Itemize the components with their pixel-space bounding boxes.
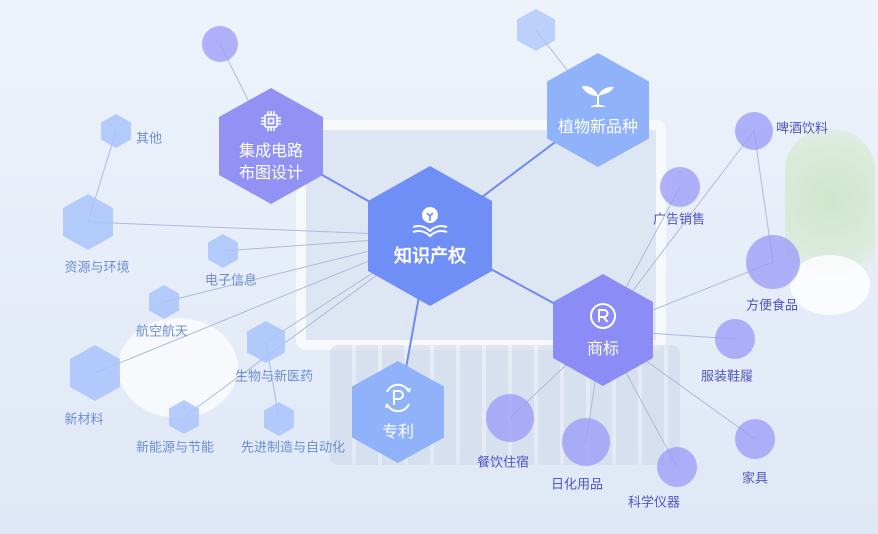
label-food: 方便食品 <box>745 298 799 314</box>
label-bio: 生物与新医药 <box>234 369 314 385</box>
leaf-clothing-node <box>715 319 755 359</box>
background-cup-image <box>118 318 238 418</box>
leaf-instrument-node <box>657 447 697 487</box>
label-aerospace: 航空航天 <box>135 324 189 340</box>
label-clothing: 服装鞋履 <box>700 369 754 385</box>
idea-book-icon <box>409 205 451 243</box>
leaf-beer-node <box>735 112 773 150</box>
category-plant-variety[interactable]: 植物新品种 <box>547 53 649 167</box>
patent-p-icon <box>381 382 415 418</box>
label-dining: 餐饮住宿 <box>476 455 530 471</box>
category-patent-label: 专利 <box>381 421 414 441</box>
label-energy: 新能源与节能 <box>135 440 215 456</box>
label-instrument: 科学仪器 <box>627 495 681 511</box>
label-other: 其他 <box>135 131 163 147</box>
leaf-daily-node <box>562 418 610 466</box>
category-trademark-label: 商标 <box>586 338 619 358</box>
registered-icon <box>588 301 618 335</box>
label-electronics: 电子信息 <box>204 273 258 289</box>
leaf-furniture-node <box>735 419 775 459</box>
center-label: 知识产权 <box>394 245 466 267</box>
category-plant-label: 植物新品种 <box>557 116 638 136</box>
background-pot-image <box>790 255 870 315</box>
label-materials: 新材料 <box>64 412 104 428</box>
label-resources: 资源与环境 <box>64 260 130 276</box>
category-patent[interactable]: 专利 <box>352 361 444 463</box>
leaf-food-node <box>746 235 800 289</box>
category-ic-label-2: 布图设计 <box>238 162 303 182</box>
leaf-ad-node <box>660 167 700 207</box>
leaf-dot <box>202 26 238 62</box>
chip-icon <box>259 109 283 137</box>
category-ic-label-1: 集成电路 <box>238 140 303 160</box>
sprout-icon <box>576 83 620 113</box>
label-manufacture: 先进制造与自动化 <box>240 440 346 456</box>
label-furniture: 家具 <box>741 471 769 487</box>
label-ad: 广告销售 <box>652 212 706 228</box>
category-trademark[interactable]: 商标 <box>553 274 653 386</box>
leaf-materials-node <box>70 345 120 401</box>
leaf-dining-node <box>486 394 534 442</box>
label-daily: 日化用品 <box>550 477 604 493</box>
label-beer: 啤酒饮料 <box>775 121 829 137</box>
